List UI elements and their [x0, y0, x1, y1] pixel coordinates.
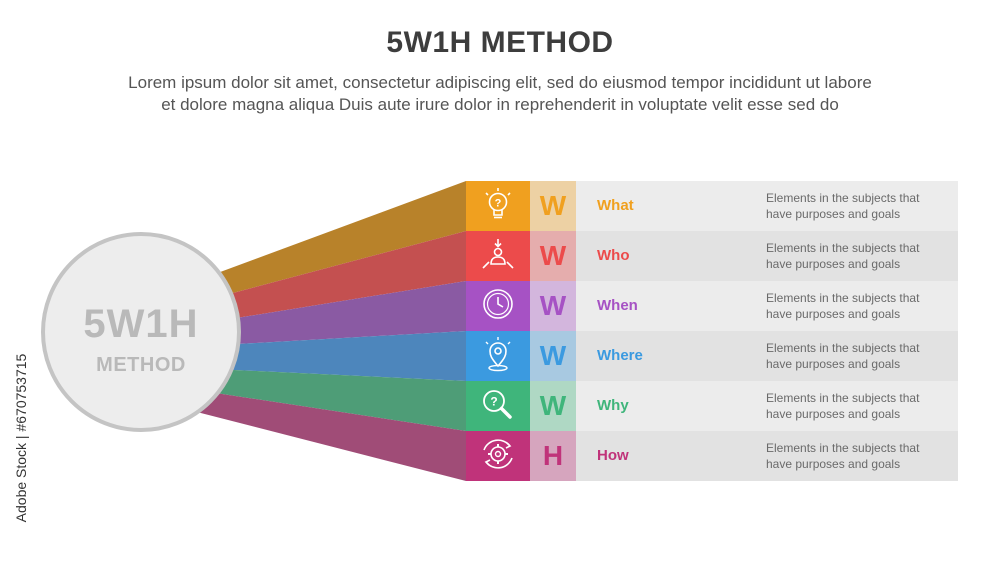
- watermark: Adobe Stock | #670753715: [8, 330, 34, 555]
- row-why: ? W Why Elements in the subjects that have p…: [466, 381, 958, 431]
- row-description: Elements in the subjects that have purpos…: [766, 190, 951, 222]
- person-arrows-icon: [478, 236, 518, 277]
- row-label: Where: [597, 347, 643, 364]
- circle-sub-text: METHOD: [96, 354, 186, 376]
- letter-cell: W: [530, 181, 576, 231]
- circle-main-text: 5W1H: [83, 302, 199, 346]
- subtitle-line-2: et dolore magna aliqua Duis aute irure d…: [161, 95, 839, 114]
- description-line-1: Elements in the subjects that: [766, 241, 920, 255]
- page-title: 5W1H METHOD: [386, 26, 614, 59]
- row-label: How: [597, 447, 629, 464]
- ray-how: [150, 383, 466, 481]
- row-where: W Where Elements in the subjects that have …: [466, 331, 958, 381]
- description-line-1: Elements in the subjects that: [766, 441, 920, 455]
- icon-cell: [466, 281, 530, 331]
- letter-cell: W: [530, 381, 576, 431]
- row-label: Why: [597, 397, 629, 414]
- description-line-2: have purposes and goals: [766, 307, 901, 321]
- svg-text:?: ?: [495, 197, 502, 209]
- row-when: W When Elements in the subjects that have p…: [466, 281, 958, 331]
- description-line-2: have purposes and goals: [766, 207, 901, 221]
- row-description: Elements in the subjects that have purpos…: [766, 240, 951, 272]
- magnifier-question-icon: ?: [478, 386, 518, 427]
- icon-cell: ?: [466, 181, 530, 231]
- icon-cell: [466, 231, 530, 281]
- watermark-text: Adobe Stock | #670753715: [13, 353, 29, 523]
- clock-icon: [478, 286, 518, 327]
- row-what: ? W What Elements in the subjects that have …: [466, 181, 958, 231]
- row-how: H How Elements in the subjects that have pu…: [466, 431, 958, 481]
- row-label: When: [597, 297, 638, 314]
- row-label: Who: [597, 247, 630, 264]
- ray-what: [150, 181, 466, 315]
- row-description: Elements in the subjects that have purpos…: [766, 440, 951, 472]
- gear-cycle-icon: [478, 436, 518, 477]
- svg-text:?: ?: [490, 394, 497, 408]
- description-line-1: Elements in the subjects that: [766, 341, 920, 355]
- icon-cell: [466, 431, 530, 481]
- letter-cell: W: [530, 331, 576, 381]
- row-description: Elements in the subjects that have purpos…: [766, 290, 951, 322]
- row-label: What: [597, 197, 634, 214]
- description-line-2: have purposes and goals: [766, 407, 901, 421]
- icon-cell: [466, 331, 530, 381]
- letter-cell: H: [530, 431, 576, 481]
- description-line-2: have purposes and goals: [766, 457, 901, 471]
- page-subtitle: Lorem ipsum dolor sit amet, consectetur …: [40, 72, 960, 116]
- description-line-2: have purposes and goals: [766, 257, 901, 271]
- description-line-1: Elements in the subjects that: [766, 391, 920, 405]
- letter-cell: W: [530, 231, 576, 281]
- description-line-1: Elements in the subjects that: [766, 291, 920, 305]
- row-description: Elements in the subjects that have purpos…: [766, 390, 951, 422]
- row-description: Elements in the subjects that have purpos…: [766, 340, 951, 372]
- location-pin-icon: [478, 336, 518, 377]
- ray-why: [150, 366, 466, 431]
- subtitle-line-1: Lorem ipsum dolor sit amet, consectetur …: [128, 73, 872, 92]
- center-circle: 5W1H METHOD: [41, 232, 241, 432]
- lightbulb-question-icon: ?: [478, 186, 518, 227]
- row-who: W Who Elements in the subjects that have pu…: [466, 231, 958, 281]
- icon-cell: ?: [466, 381, 530, 431]
- letter-cell: W: [530, 281, 576, 331]
- description-line-1: Elements in the subjects that: [766, 191, 920, 205]
- description-line-2: have purposes and goals: [766, 357, 901, 371]
